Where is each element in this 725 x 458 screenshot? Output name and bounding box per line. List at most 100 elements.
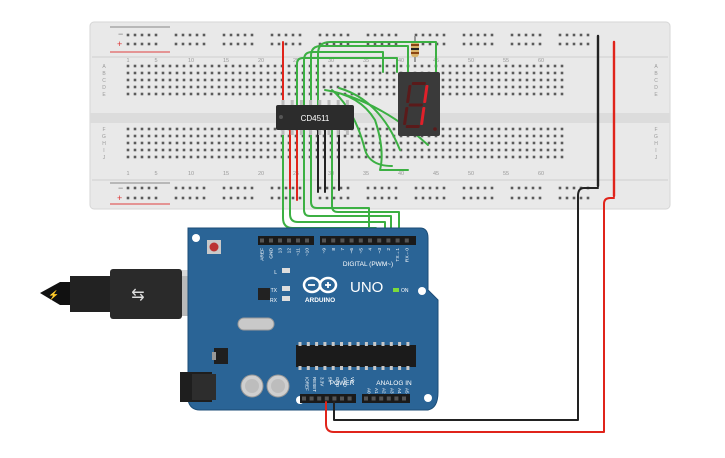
row-label: H	[102, 141, 106, 147]
seven-segment-display[interactable]	[398, 72, 440, 136]
segment-c	[420, 107, 426, 125]
digital-pin-label: 8	[331, 248, 337, 251]
row-label: I	[655, 148, 656, 154]
segment-g	[408, 103, 423, 107]
column-label: 15	[223, 58, 229, 64]
row-label: A	[654, 64, 658, 70]
column-label: 55	[503, 171, 509, 177]
column-label: 50	[468, 58, 474, 64]
decimal-point	[433, 127, 437, 131]
led-l	[282, 268, 290, 273]
column-label: 60	[538, 58, 544, 64]
mount-hole	[424, 394, 432, 402]
analog-pin-label: A0	[367, 388, 372, 394]
digital-pin-label: AREF	[260, 248, 266, 261]
microcontroller-chip	[296, 345, 416, 367]
led-label-l: L	[274, 270, 277, 276]
digital-pin-label: TX→1	[395, 248, 401, 262]
column-label: 25	[293, 58, 299, 64]
rail-plus-label: +	[117, 39, 122, 49]
column-label: 50	[468, 171, 474, 177]
arduino-logo-icon	[302, 276, 338, 294]
column-label: 40	[398, 58, 404, 64]
power-pin-label: GND	[335, 377, 340, 388]
power-header-label: POWER	[330, 380, 355, 387]
power-pin-label: Vin	[350, 377, 355, 384]
analog-pin-label: A3	[389, 388, 394, 394]
power-pin-label: IOREF	[305, 377, 310, 391]
power-pin-label: 5V	[327, 377, 332, 383]
digital-header-label: DIGITAL (PWM~)	[343, 261, 393, 268]
row-label: F	[102, 127, 105, 133]
row-label: G	[654, 134, 658, 140]
digital-pin-label: 13	[278, 248, 284, 254]
power-pin-label: 3.3V	[320, 377, 325, 386]
column-label: 55	[503, 58, 509, 64]
row-label: C	[102, 78, 106, 84]
row-label: B	[654, 71, 658, 77]
rail-minus-label: −	[118, 29, 123, 39]
row-label: C	[654, 78, 658, 84]
digital-pin-label: ~3	[377, 248, 383, 254]
rail-plus-label-bottom: +	[117, 193, 122, 203]
breadboard-wires[interactable]	[282, 34, 616, 241]
analog-pin-label: A2	[382, 388, 387, 394]
segment-d	[405, 125, 420, 128]
row-label: E	[102, 92, 106, 98]
column-label: 35	[363, 171, 369, 177]
power-pin-label: GND	[343, 377, 348, 388]
ic-chip[interactable]: CD4511	[276, 100, 354, 135]
digital-pin-label: GND	[269, 247, 275, 258]
usb-icon: ⇆	[131, 287, 144, 304]
power-wires[interactable]	[325, 187, 615, 433]
column-label: 1	[126, 171, 129, 177]
column-label: 60	[538, 171, 544, 177]
digital-pin-label: 12	[287, 248, 293, 254]
column-label: 35	[363, 58, 369, 64]
mount-hole	[418, 287, 426, 295]
lightning-icon: ⚡	[48, 289, 59, 301]
led-tx	[282, 286, 290, 291]
column-label: 5	[154, 58, 157, 64]
column-label: 30	[328, 58, 334, 64]
rail-minus-label-bottom: −	[118, 183, 123, 193]
row-label: E	[654, 92, 658, 98]
digital-pin-label: 7	[340, 248, 346, 251]
row-label: D	[654, 85, 658, 91]
digital-pin-label: ~10	[305, 248, 311, 256]
column-label: 45	[433, 171, 439, 177]
column-label: 10	[188, 171, 194, 177]
analog-header-label: ANALOG IN	[376, 380, 412, 387]
led-label-rx: RX	[270, 298, 278, 304]
row-label: G	[102, 134, 106, 140]
segment-f	[406, 85, 412, 103]
mount-hole	[192, 234, 200, 242]
digital-pin-label: ~5	[358, 248, 364, 254]
arduino-logo-text: ARDUINO	[305, 297, 335, 304]
digital-pin-label: RX←0	[404, 248, 410, 262]
row-label: A	[102, 64, 106, 70]
segment-e	[403, 107, 409, 125]
row-label: J	[655, 155, 658, 161]
power-pin-label: RESET	[312, 377, 317, 392]
digital-pin-label: 2	[386, 248, 392, 251]
reset-button[interactable]	[209, 242, 219, 252]
row-label: F	[654, 127, 657, 133]
analog-pin-label: A1	[374, 388, 379, 394]
row-label: B	[102, 71, 106, 77]
resistor[interactable]	[411, 36, 419, 62]
ic-label: CD4511	[301, 114, 330, 123]
row-label: J	[103, 155, 106, 161]
digital-pin-label: ~6	[349, 248, 355, 254]
column-label: 10	[188, 58, 194, 64]
column-label: 5	[154, 171, 157, 177]
analog-pin-label: A4	[397, 388, 402, 394]
led-rx	[282, 296, 290, 301]
column-label: 20	[258, 58, 264, 64]
digital-pin-label: ~9	[322, 248, 328, 254]
column-label: 20	[258, 171, 264, 177]
led-label-tx: TX	[271, 288, 278, 294]
